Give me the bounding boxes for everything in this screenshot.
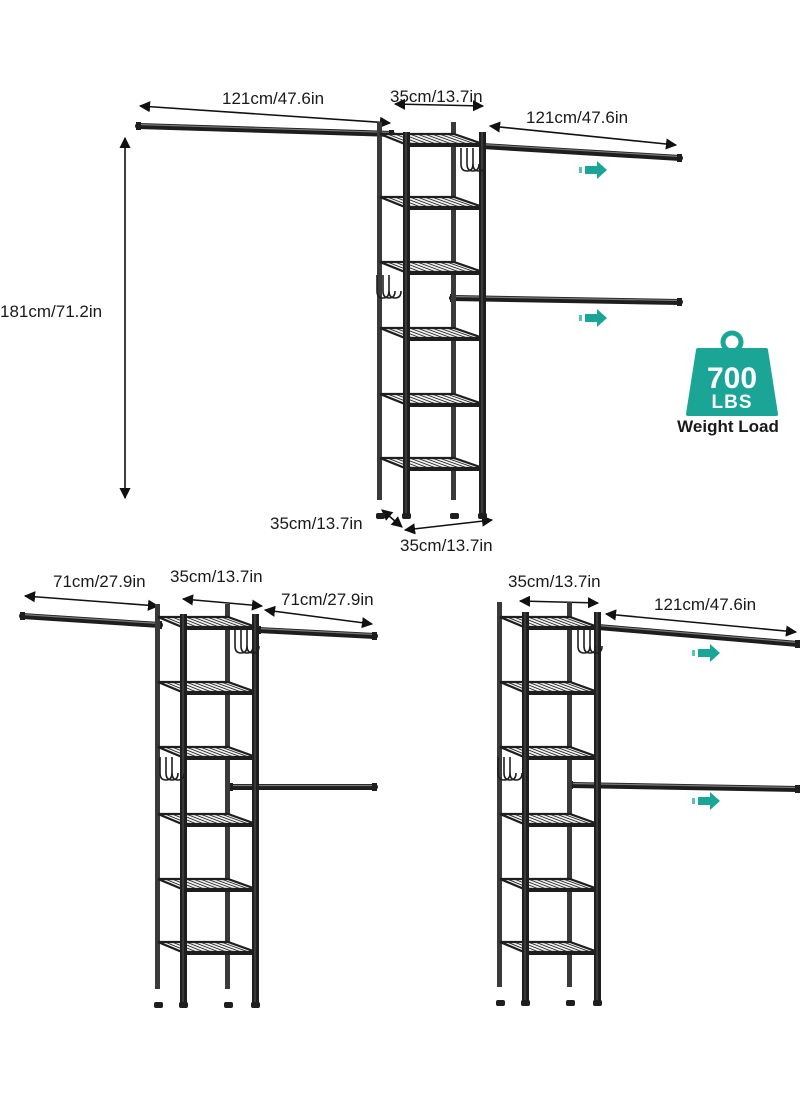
foot [496,1000,505,1006]
shelving-units [19,122,800,1008]
foot [179,1002,188,1008]
foot [402,513,411,519]
top-rod-left-dim [138,101,392,128]
weight-icon [686,330,778,416]
top-depth-label: 35cm/13.7in [270,514,363,533]
br-right-rod [595,623,800,648]
top-shelf-width-label: 35cm/13.7in [390,87,483,106]
top-tower [376,122,487,519]
back-post [567,602,572,987]
back-post [225,604,230,989]
bl-left-rod [19,612,163,629]
foot [521,1000,530,1006]
weight-load-badge: 700 LBS Weight Load [668,330,788,470]
weight-caption: Weight Load [677,417,779,436]
br-mid-extend-arrow [692,792,720,810]
foot [224,1002,233,1008]
top-right-extend-arrow [579,161,607,179]
bl-hooks-left [159,757,185,781]
foot [593,1000,602,1006]
weight-value: 700 [706,362,758,395]
bl-right-rod [255,626,378,640]
wire-shelf [499,680,599,695]
bl-tower [154,604,260,1008]
foot [376,513,385,519]
top-right-rod [479,142,683,162]
bl-rod-left-dim [23,591,160,611]
wire-shelf [379,392,484,407]
top-rod-left-width-label: 121cm/47.6in [222,89,325,108]
top-depth-dim [381,509,403,528]
br-right-extend-arrow [692,644,720,662]
top-hooks-right [460,148,486,172]
br-hooks-right [577,630,603,654]
back-post [155,604,160,989]
wire-shelf [499,877,599,892]
wire-shelf [379,456,484,471]
wire-shelf [379,326,484,341]
wire-shelf [499,745,599,760]
br-hooks-left [497,757,523,781]
wire-shelf [499,812,599,827]
back-post [497,602,502,987]
top-left-rod [135,122,395,138]
br-rod-right-dim [604,609,798,637]
back-post [377,122,382,500]
extend-arrows [579,161,720,810]
top-base-width-label: 35cm/13.7in [400,536,493,555]
bl-rod-right-width-label: 71cm/27.9in [281,590,374,609]
wire-shelf [379,132,484,147]
foot [450,513,459,519]
top-mid-extend-arrow [579,309,607,327]
dimension-lines [23,98,798,637]
br-mid-rod [567,781,800,793]
br-shelf-dim [518,595,600,609]
top-hooks-left [376,275,402,299]
wire-shelf [379,195,484,210]
top-base-dim [403,515,494,535]
top-shelf-dim [393,98,485,112]
bl-mid-rod [227,783,378,791]
wire-shelf [157,877,257,892]
top-rod-right-dim [488,121,678,150]
br-rod-right-width-label: 121cm/47.6in [654,595,757,614]
bl-rod-right-dim [263,605,374,629]
foot [154,1002,163,1008]
wire-shelf [157,615,257,630]
wire-shelf [157,940,257,955]
wire-shelf [499,940,599,955]
br-shelf-width-label: 35cm/13.7in [508,572,601,591]
wire-shelf [157,812,257,827]
wire-shelf [157,680,257,695]
top-rod-right-width-label: 121cm/47.6in [526,108,629,127]
bl-hooks-right [234,630,260,654]
wire-shelf [379,260,484,275]
br-tower [496,602,602,1006]
bl-shelf-width-label: 35cm/13.7in [170,567,263,586]
back-post [451,122,456,500]
foot [251,1002,260,1008]
top-height-label: 181cm/71.2in [0,302,103,321]
foot [566,1000,575,1006]
bl-shelf-dim [181,594,264,611]
bl-rod-left-width-label: 71cm/27.9in [53,572,146,591]
wire-shelf [499,615,599,630]
foot [478,513,487,519]
weight-unit: LBS [711,392,753,413]
